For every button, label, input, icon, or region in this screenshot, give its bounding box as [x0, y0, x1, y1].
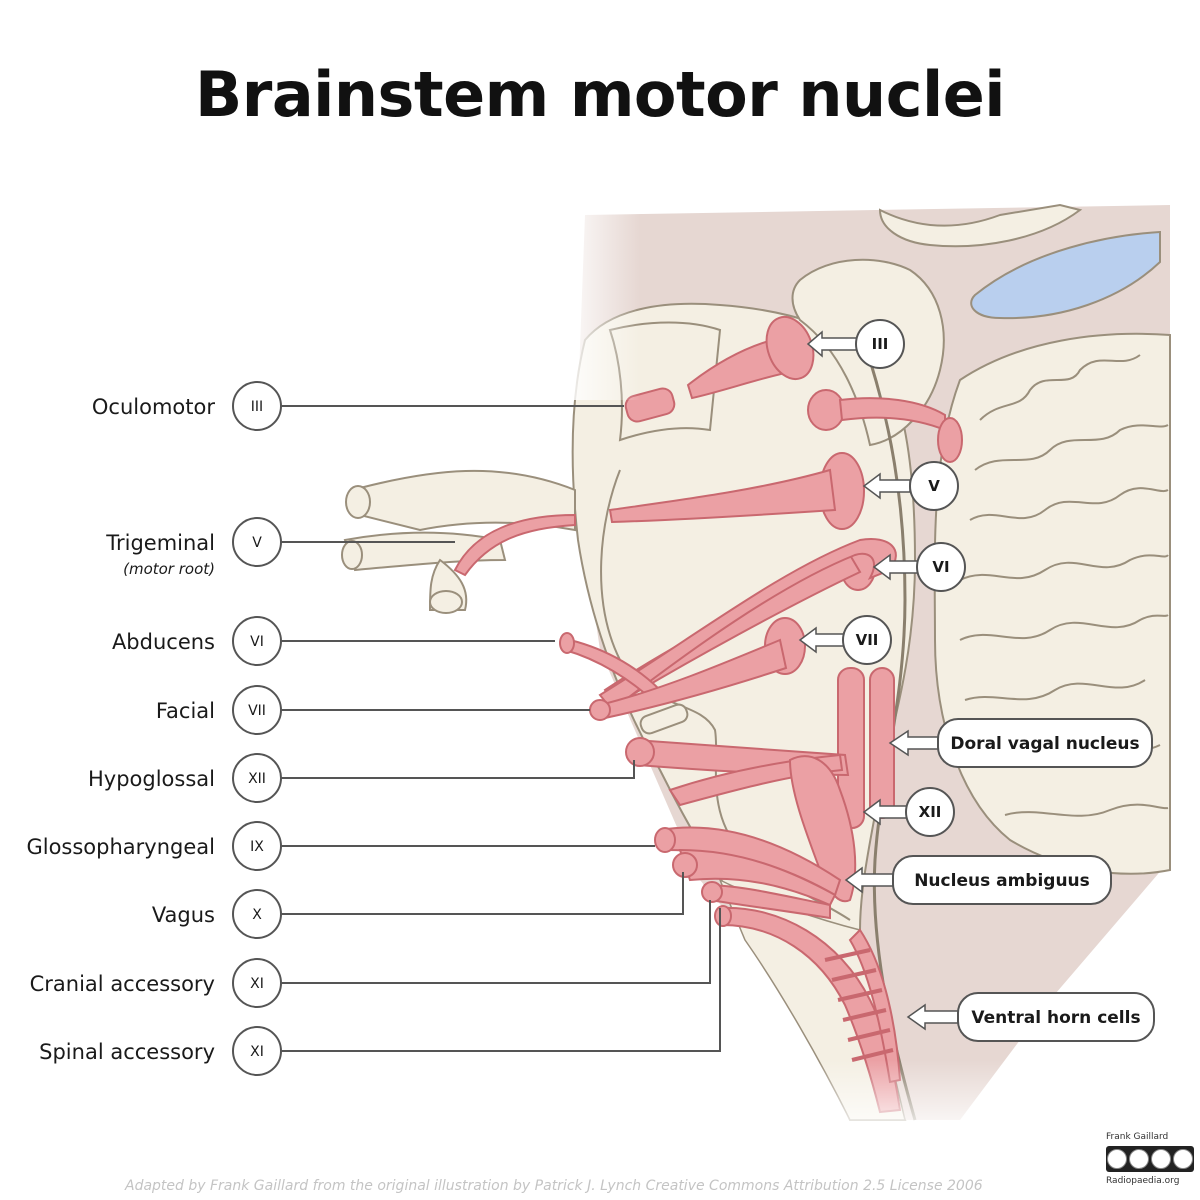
label-trigeminal: Trigeminal	[105, 531, 215, 555]
label-glossopharyngeal: Glossopharyngeal	[26, 835, 215, 859]
nc-icon	[1151, 1149, 1171, 1169]
right-label-group: III V VI VII Doral vagal nucleus XII Nuc…	[842, 319, 1155, 1042]
badge-glossopharyngeal	[232, 821, 282, 871]
badge-spinal-accessory	[232, 1026, 282, 1076]
label-hypoglossal: Hypoglossal	[88, 767, 215, 791]
badge-vagus	[232, 889, 282, 939]
numeral-hypoglossal: XII	[248, 771, 266, 787]
label-facial: Facial	[156, 699, 215, 723]
credit-line: Adapted by Frank Gaillard from the origi…	[125, 1178, 983, 1194]
right-arrows	[798, 330, 959, 1031]
box-dorsal-vagal	[937, 718, 1153, 768]
badge-facial	[232, 685, 282, 735]
label-abducens: Abducens	[112, 630, 215, 654]
box-ambiguus	[892, 855, 1112, 905]
cc-icon	[1107, 1149, 1127, 1169]
sa-icon	[1173, 1149, 1193, 1169]
box-ventral-horn	[957, 992, 1155, 1042]
badge-cranial-accessory	[232, 958, 282, 1008]
author-signature: Frank Gaillard	[1106, 1132, 1169, 1142]
ventricle	[970, 230, 1161, 320]
badge-abducens	[232, 616, 282, 666]
left-label-group: Oculomotor III Trigeminal (motor root) V…	[26, 381, 282, 1076]
numeral-right-v: V	[928, 477, 940, 495]
badge-trigeminal	[232, 517, 282, 567]
label-oculomotor: Oculomotor	[92, 395, 215, 419]
badge-oculomotor	[232, 381, 282, 431]
cc-license-badge	[1106, 1146, 1194, 1172]
badge-right-vii	[842, 615, 892, 665]
numeral-cranial-accessory: XI	[250, 976, 264, 992]
numeral-oculomotor: III	[251, 399, 263, 415]
badge-right-v	[909, 461, 959, 511]
cerebellum	[933, 332, 1171, 875]
numeral-right-iii: III	[872, 335, 889, 353]
label-vagus: Vagus	[152, 903, 215, 927]
numeral-facial: VII	[248, 703, 266, 719]
numeral-trigeminal: V	[252, 535, 262, 551]
nerve-stubs	[639, 703, 689, 735]
badge-right-xii	[905, 787, 955, 837]
label-trigeminal-sub: (motor root)	[123, 560, 215, 578]
cerebellum-folia	[959, 354, 1169, 817]
upper-fold	[878, 203, 1083, 248]
numeral-abducens: VI	[250, 634, 264, 650]
numeral-vagus: X	[252, 907, 262, 923]
label-ambiguus: Nucleus ambiguus	[914, 871, 1090, 891]
numeral-glossopharyngeal: IX	[250, 839, 264, 855]
page-title: Brainstem motor nuclei	[194, 58, 1006, 131]
by-icon	[1129, 1149, 1149, 1169]
label-cranial-accessory: Cranial accessory	[30, 972, 215, 996]
numeral-right-xii: XII	[919, 803, 942, 821]
numeral-right-vi: VI	[932, 558, 949, 576]
ventral-horn-rungs	[824, 948, 894, 1062]
badge-right-iii	[855, 319, 905, 369]
numeral-right-vii: VII	[856, 631, 879, 649]
badge-hypoglossal	[232, 753, 282, 803]
numeral-spinal-accessory: XI	[250, 1044, 264, 1060]
site-name: Radiopaedia.org	[1106, 1176, 1180, 1186]
label-dorsal-vagal: Doral vagal nucleus	[950, 734, 1139, 754]
left-callouts	[281, 405, 721, 1052]
badge-right-vi	[916, 542, 966, 592]
label-spinal-accessory: Spinal accessory	[39, 1040, 215, 1064]
label-ventral-horn: Ventral horn cells	[971, 1008, 1140, 1028]
